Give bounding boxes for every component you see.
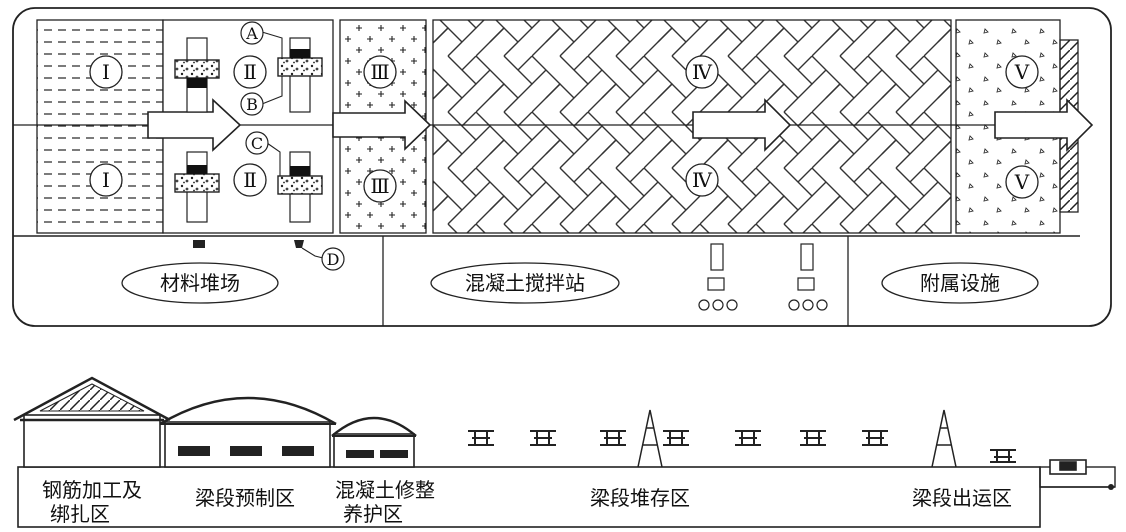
bin-bottom-right <box>277 151 323 223</box>
gantry-crane-1 <box>637 409 663 468</box>
zone-shipping-label: 梁段出运区 <box>912 486 1012 510</box>
label-iii-top: Ⅲ <box>370 60 389 84</box>
zone-rebar-label-1: 钢筋加工及 <box>42 478 142 502</box>
ground-strip <box>17 466 1041 528</box>
flow-arrow-3 <box>692 98 792 152</box>
site-plan: Ⅰ Ⅰ Ⅱ Ⅱ Ⅲ Ⅲ Ⅳ Ⅳ Ⅴ Ⅴ A B <box>12 7 1112 327</box>
label-d: D <box>327 250 340 269</box>
area-material-label: 材料堆场 <box>160 271 240 295</box>
bin-top-left <box>174 37 220 113</box>
zone-precast-label: 梁段预制区 <box>195 486 295 510</box>
label-i-top: Ⅰ <box>102 60 110 84</box>
flow-arrow-2 <box>332 99 432 151</box>
curing-shed <box>331 416 417 468</box>
zone-rebar-label-2: 绑扎区 <box>50 502 110 526</box>
zone-i <box>36 19 164 234</box>
label-iv-bottom: Ⅳ <box>692 168 713 192</box>
zone-curing-label-2: 养护区 <box>343 502 403 526</box>
bin-top-right <box>277 37 323 113</box>
label-a: A <box>245 24 258 43</box>
marker-small-box <box>193 240 205 248</box>
segment-stacks <box>468 430 1016 463</box>
area-concrete-label: 混凝土搅拌站 <box>465 271 585 295</box>
label-ii-bottom: Ⅱ <box>243 168 257 192</box>
zone-curing-label-1: 混凝土修整 <box>335 478 435 502</box>
elevation-section: 钢筋加工及 绑扎区 梁段预制区 混凝土修整 养护区 梁段堆存区 梁段出运区 <box>13 376 1116 528</box>
gantry-crane-2 <box>931 409 957 468</box>
area-facilities-label: 附属设施 <box>920 271 1000 295</box>
rebar-shed <box>13 376 171 468</box>
zone-storage-label: 梁段堆存区 <box>590 486 690 510</box>
label-iv-top: Ⅳ <box>692 60 713 84</box>
precast-shed <box>159 396 337 468</box>
label-i-bottom: Ⅰ <box>102 168 110 192</box>
marker-d <box>294 240 304 248</box>
flow-arrow-4 <box>994 98 1094 152</box>
label-v-top: Ⅴ <box>1014 60 1030 84</box>
label-ii-top: Ⅱ <box>243 60 257 84</box>
label-b: B <box>246 95 258 114</box>
label-v-bottom: Ⅴ <box>1014 170 1030 194</box>
mixer-icon-1 <box>698 243 738 311</box>
label-iii-bottom: Ⅲ <box>370 174 389 198</box>
mixer-icon-2 <box>788 243 828 311</box>
bin-bottom-left <box>174 151 220 223</box>
zone-iv <box>432 19 952 234</box>
label-c: C <box>251 134 263 153</box>
flow-arrow-1 <box>147 98 242 152</box>
transporter-icon <box>1049 459 1087 475</box>
